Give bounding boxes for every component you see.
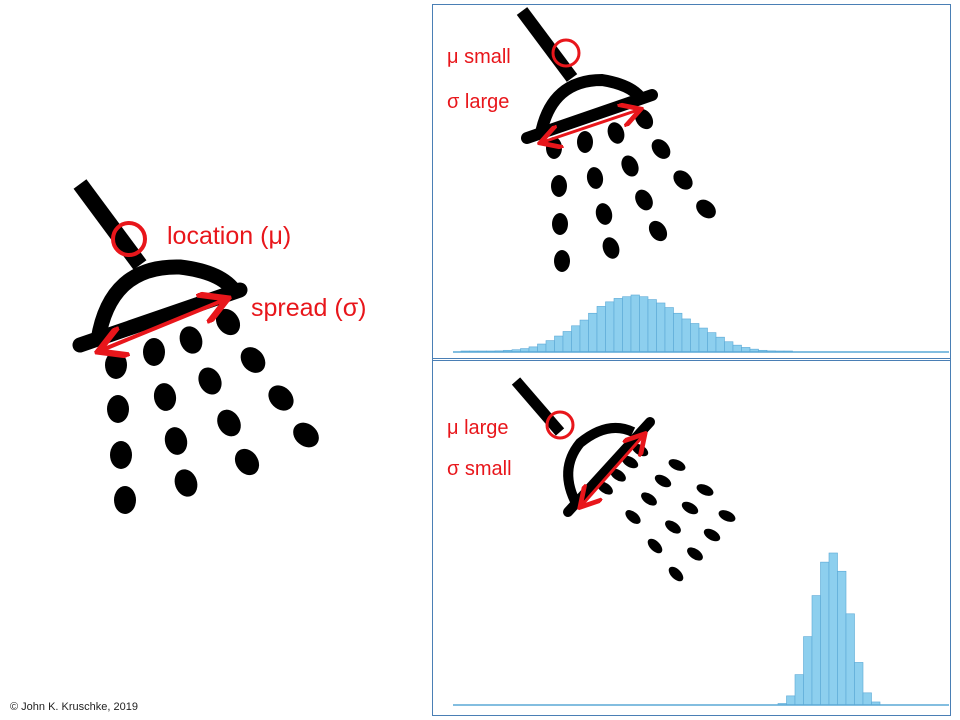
histogram-top-bar [588,312,598,353]
histogram-bottom [777,552,881,706]
histogram-bottom-bar [803,636,813,706]
top-shower-icon [516,7,716,272]
histogram-top-bar [690,323,700,353]
copyright-text: © John K. Kruschke, 2019 [10,701,138,713]
histogram-top-bar [656,302,666,353]
bottom-mu-label: μ large [447,417,509,439]
histogram-top-bar [707,332,717,353]
histogram-top-bar [724,341,734,353]
histogram-top-bar [545,340,555,353]
histogram-bottom-bar [786,695,796,706]
histogram-bottom-bar [854,662,864,706]
histogram-top-bar [528,346,538,353]
bottom-shower-icon [511,377,736,582]
bottom-spread-arrow [582,436,643,505]
bottom-location-marker [545,410,575,440]
top-location-marker [551,38,581,68]
top-water-drops [546,108,716,272]
histogram-top-bar [630,294,640,353]
top-mu-label: μ small [447,46,511,68]
histogram-top-bar [698,327,708,353]
histogram-top-bar [715,336,725,353]
histogram-top-bar [673,312,683,353]
panel-top [432,4,951,361]
histogram-bottom-bar [837,570,847,706]
histogram-top-bar [554,335,564,353]
spread-label: spread (σ) [251,294,367,322]
bottom-sigma-label: σ small [447,458,512,480]
histogram-top-bar [605,301,615,353]
histogram-top-bar [732,344,742,353]
histogram-bottom-bar [820,561,830,706]
histogram-top-bar [537,343,547,353]
top-spread-arrow [543,110,638,142]
histogram-top-bar [639,296,649,353]
histogram-top-bar [562,331,572,353]
histogram-top-bar [579,319,589,353]
histogram-top-bar [664,307,674,353]
histogram-top-bar [681,318,691,353]
histogram-top-bar [596,306,606,353]
histogram-bottom-bar [794,674,804,706]
histogram-top-bar [571,325,581,353]
histogram-top-bar [647,299,657,353]
histogram-bottom-bar [845,613,855,706]
histogram-top-bar [622,296,632,353]
top-sigma-label: σ large [447,91,510,113]
histogram-bottom-bar [828,552,838,706]
main-shower-icon [72,179,319,514]
histogram-bottom-bar [811,595,821,706]
spread-arrow [102,300,224,350]
panel-bottom [432,358,951,716]
histogram-top-bar [613,298,623,353]
location-marker [111,221,147,257]
location-label: location (μ) [167,222,292,250]
histogram-bottom-bar [862,692,872,706]
histogram-top [460,294,793,353]
